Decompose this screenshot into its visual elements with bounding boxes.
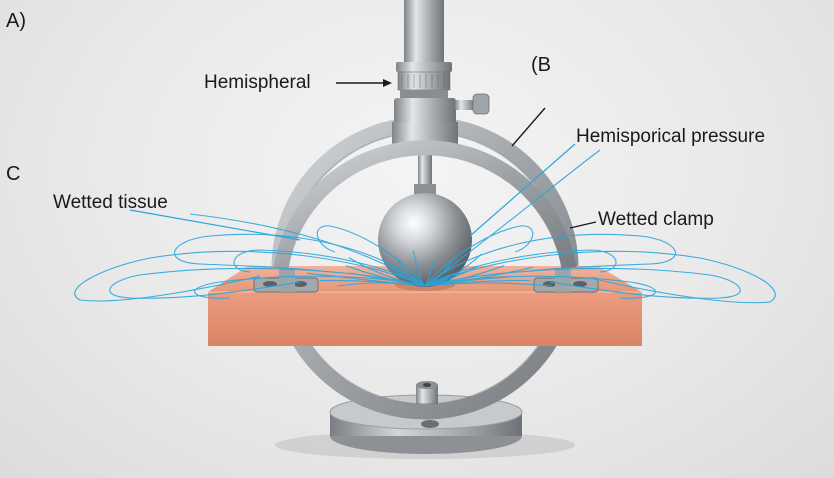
fiber-line (189, 213, 426, 287)
ring-top-mount (392, 122, 458, 144)
pressure-pointer (469, 143, 576, 237)
hemispheral-label: Hemispheral (204, 72, 311, 93)
hemisporical-pressure-label: Hemisporical pressure (576, 126, 766, 147)
base-screw-hole (421, 420, 439, 428)
fiber-line (424, 225, 534, 287)
fiber-line (316, 225, 426, 287)
label-b-pointer (511, 107, 546, 147)
fiber-ray (424, 261, 434, 287)
fiber-line (424, 250, 776, 304)
ring-front-arc (273, 140, 577, 270)
fiber-line (424, 149, 601, 287)
loading-column (394, 0, 490, 124)
wetted-tissue-label: Wetted tissue (53, 192, 168, 213)
fiber-ray (307, 272, 426, 287)
panel-label-c: C (6, 163, 21, 185)
fiber-ray (424, 256, 455, 287)
fiber-line (233, 249, 426, 287)
fiber-line (74, 250, 426, 302)
fiber-line (424, 233, 676, 287)
fiber-ray (412, 250, 426, 287)
panel-label-a: A) (6, 10, 26, 32)
fiber-line (174, 233, 426, 287)
fiber-lines (74, 149, 776, 304)
fiber-ray (348, 257, 426, 287)
tissue-pointer (129, 209, 301, 241)
wetted-clamp-label: Wetted clamp (598, 209, 714, 230)
panel-label-b: (B (531, 54, 551, 76)
set-screw-knob (472, 93, 490, 115)
set-screw (455, 100, 475, 110)
fiber-ray (424, 282, 552, 287)
fiber-ray (395, 256, 426, 287)
wetted-clamp-pointer (569, 221, 597, 229)
fiber-line (424, 275, 656, 299)
